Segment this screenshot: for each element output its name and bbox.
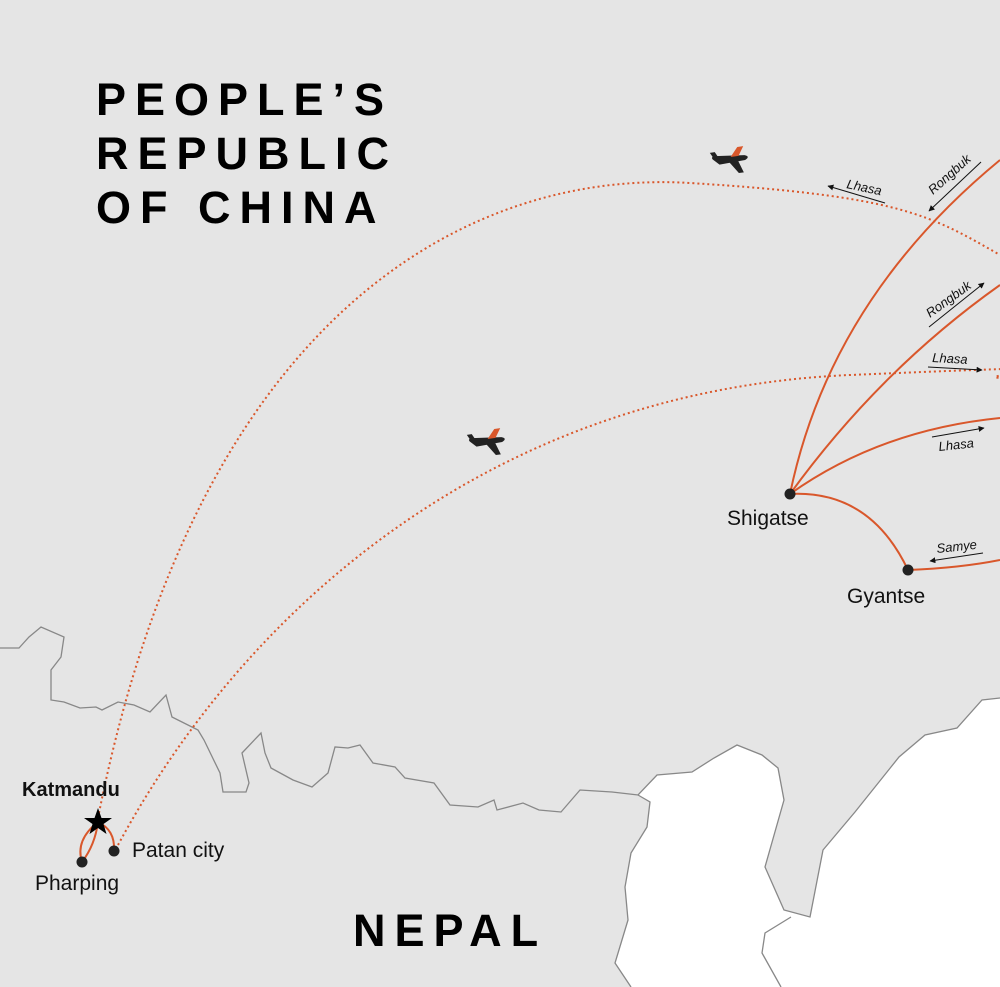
city-label-patan: Patan city xyxy=(132,839,225,862)
direction-arrow xyxy=(928,282,985,328)
direction-arrow xyxy=(928,161,982,212)
border-line xyxy=(614,794,651,987)
route-label-samye: Samye xyxy=(936,537,978,556)
route-label-rongbuk: Rongbuk xyxy=(925,150,975,197)
china-line-3: OF CHINA xyxy=(96,182,386,233)
route-label-rongbuk: Rongbuk xyxy=(923,277,975,321)
route-shigatse-rongbuk-2 xyxy=(789,284,1000,495)
city-dot-shigatse xyxy=(784,488,796,500)
border-line xyxy=(761,916,792,987)
route-label-lhasa: Lhasa xyxy=(845,176,883,198)
city-label-pharping: Pharping xyxy=(35,872,120,895)
route-shigatse-rongbuk-1 xyxy=(789,159,1000,495)
china-line-1: PEOPLE’S xyxy=(96,74,394,125)
country-label-nepal: NEPAL xyxy=(353,905,548,956)
route-shigatse-lhasa xyxy=(789,417,1000,495)
direction-arrow xyxy=(929,552,984,564)
city-dot-patan xyxy=(108,845,120,857)
china-line-2: REPUBLIC xyxy=(96,128,399,179)
outside-region-east xyxy=(762,698,1000,987)
flight-route-patan-lhasa xyxy=(117,368,1000,846)
country-label-china: PEOPLE’S REPUBLIC OF CHINA xyxy=(96,73,398,235)
city-dot-gyantse xyxy=(902,564,914,576)
route-gyantse-samye xyxy=(907,559,1000,571)
city-dot-pharping xyxy=(76,856,88,868)
direction-arrow xyxy=(931,425,985,438)
airplane-icon xyxy=(466,428,505,456)
city-label-shigatse: Shigatse xyxy=(727,507,809,530)
airplane-icon xyxy=(709,146,748,174)
star-icon xyxy=(84,808,112,834)
route-shigatse-gyantse xyxy=(789,492,909,571)
route-label-lhasa: Lhasa xyxy=(938,435,975,454)
city-label-katmandu: Katmandu xyxy=(22,779,120,801)
direction-arrow xyxy=(827,184,886,204)
city-label-gyantse: Gyantse xyxy=(847,585,926,608)
outside-region-west xyxy=(615,745,791,987)
route-label-lhasa: Lhasa xyxy=(932,350,968,367)
border-line xyxy=(0,626,1000,918)
flight-route-katmandu-lhasa xyxy=(97,181,1000,819)
direction-arrow xyxy=(927,366,983,373)
